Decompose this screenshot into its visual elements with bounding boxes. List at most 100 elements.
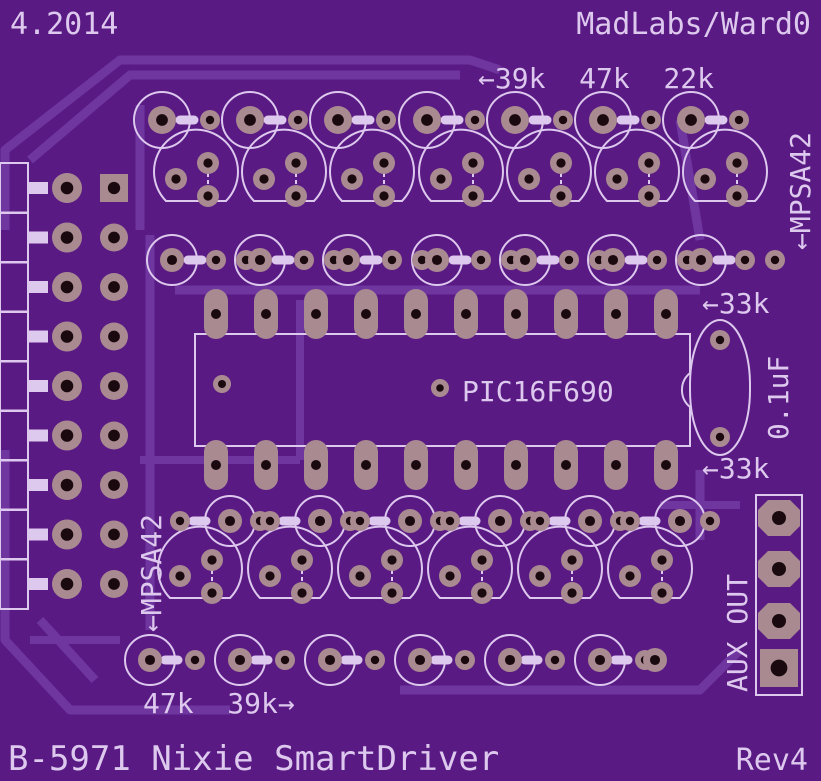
transistor-outline	[418, 128, 504, 202]
resistor-values-bottom: 47k 39k→	[143, 687, 295, 720]
drill-hole	[265, 516, 275, 526]
date-label: 4.2014	[10, 7, 118, 42]
drill-hole	[772, 614, 786, 628]
drill-hole	[657, 555, 667, 565]
drill-hole	[682, 255, 692, 265]
transistor-outline	[337, 525, 423, 599]
drill-hole	[561, 460, 571, 470]
drill-hole	[597, 114, 609, 126]
drill-hole	[564, 255, 574, 265]
resistor-33k-bottom: ←33k	[702, 452, 770, 485]
drill-hole	[584, 515, 596, 527]
header-pin-line	[28, 479, 48, 491]
header-pin-line	[28, 429, 48, 442]
header-outline	[0, 261, 29, 313]
drill-hole	[436, 384, 444, 392]
drill-hole	[329, 255, 339, 265]
drill-hole	[361, 309, 371, 319]
drill-hole	[652, 255, 662, 265]
header-pin-line	[28, 380, 48, 392]
drill-hole	[241, 255, 251, 265]
transistor-outline	[517, 525, 603, 599]
drill-hole	[740, 255, 750, 265]
drill-hole	[234, 654, 246, 666]
drill-hole	[519, 254, 531, 266]
drill-hole	[734, 115, 744, 125]
drill-hole	[732, 191, 742, 201]
drill-hole	[661, 460, 671, 470]
drill-hole	[108, 429, 120, 442]
drill-hole	[705, 516, 715, 526]
drill-hole	[387, 255, 397, 265]
drill-hole	[60, 577, 74, 591]
drill-hole	[460, 655, 470, 665]
header-outline	[0, 360, 29, 412]
drill-hole	[732, 158, 742, 168]
drill-hole	[477, 588, 487, 598]
drill-hole	[612, 174, 622, 184]
header-pin-line	[28, 231, 48, 244]
transistor-outline	[329, 128, 415, 202]
drill-hole	[291, 191, 301, 201]
drill-hole	[657, 588, 667, 598]
drill-hole	[171, 174, 181, 184]
drill-hole	[524, 174, 534, 184]
aux-out-label: AUX OUT	[721, 574, 754, 692]
drill-hole	[625, 571, 635, 581]
drill-hole	[144, 654, 156, 666]
copper-trace	[400, 646, 744, 695]
copper-trace	[0, 55, 502, 230]
drill-hole	[468, 158, 478, 168]
drill-hole	[649, 654, 661, 666]
capacitor-label: 0.1uF	[762, 356, 795, 440]
drill-hole	[387, 588, 397, 598]
drill-hole	[461, 460, 471, 470]
drill-hole	[431, 254, 443, 266]
drill-hole	[646, 115, 656, 125]
copper-trace	[36, 616, 99, 684]
drill-hole	[511, 309, 521, 319]
aux-header-outline	[755, 494, 803, 696]
drill-hole	[291, 158, 301, 168]
drill-hole	[342, 254, 354, 266]
drill-hole	[715, 335, 725, 345]
drill-hole	[261, 309, 271, 319]
drill-hole	[370, 655, 380, 665]
drill-hole	[265, 571, 275, 581]
drill-hole	[280, 655, 290, 665]
drill-hole	[411, 460, 421, 470]
drill-hole	[494, 515, 506, 527]
header-outline	[0, 310, 29, 363]
resistor-33k-top: ←33k	[702, 287, 770, 320]
drill-hole	[60, 528, 74, 541]
revision-label: Rev4	[736, 743, 808, 778]
drill-hole	[211, 460, 221, 470]
drill-hole	[611, 460, 621, 470]
drill-hole	[314, 515, 326, 527]
drill-hole	[261, 460, 271, 470]
drill-hole	[436, 174, 446, 184]
transistor-outline	[594, 128, 680, 202]
drill-hole	[770, 255, 780, 265]
drill-hole	[550, 655, 560, 665]
drill-hole	[661, 309, 671, 319]
drill-hole	[107, 181, 121, 195]
drill-hole	[558, 115, 568, 125]
drill-hole	[254, 254, 266, 266]
resistor-values-top: ←39k 47k 22k	[478, 62, 714, 95]
drill-hole	[324, 654, 336, 666]
drill-hole	[297, 555, 307, 565]
drill-hole	[175, 516, 185, 526]
drill-hole	[60, 231, 74, 244]
drill-hole	[108, 479, 120, 491]
copper-trace	[27, 70, 460, 164]
drill-hole	[685, 114, 697, 126]
drill-hole	[218, 380, 226, 388]
board-title: B-5971 Nixie SmartDriver	[8, 739, 499, 779]
drill-hole	[211, 309, 221, 319]
drill-hole	[445, 571, 455, 581]
drill-hole	[166, 254, 178, 266]
drill-hole	[379, 191, 389, 201]
drill-hole	[108, 281, 120, 293]
transistor-outline	[427, 525, 513, 599]
